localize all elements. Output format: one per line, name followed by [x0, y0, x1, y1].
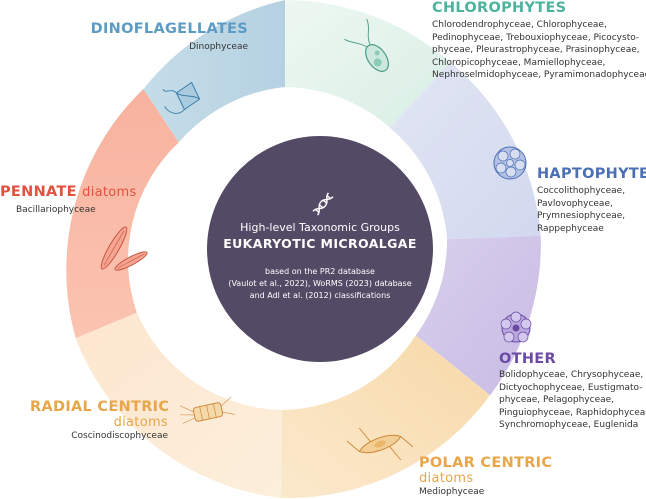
other-title: OTHER: [499, 351, 556, 367]
pennate-class: Bacillariophyceae: [16, 205, 96, 215]
dinoflagellate-icon: [162, 81, 201, 114]
class-line: Nephroselmidophyceae, Pyramimonadophycea…: [432, 70, 646, 81]
center-source-line: (Vaulot et al., 2022), WoRMS (2023) data…: [228, 279, 412, 288]
segment-polar-centric: [281, 335, 491, 498]
polar-diatom-icon: [346, 427, 414, 461]
class-line: Pedinophyceae, Trebouxiophyceae, Picocys…: [432, 32, 640, 43]
green-flagellate-icon: [344, 18, 389, 72]
polar-class: Mediophyceae: [419, 487, 485, 497]
class-line: Dictyochophyceae, Eustigmato-: [499, 382, 643, 393]
chlorophytes-title: CHLOROPHYTES: [432, 0, 567, 16]
label-polar-centric: POLAR CENTRIC diatoms Mediophyceae: [419, 455, 552, 499]
pennate-title-row: PENNATE diatoms: [0, 184, 137, 201]
coccolithophore-icon: [493, 146, 527, 180]
center-subtitle: High-level Taxonomic Groups: [240, 221, 400, 234]
pennate-title: PENNATE: [0, 184, 77, 200]
class-line: Rappephyceae: [537, 223, 604, 234]
haptophytes-title: HAPTOPHYTES: [537, 166, 646, 182]
label-other: OTHER Bolidophyceae, Chrysophyceae, Dict…: [499, 351, 646, 432]
class-line: Prymnesiophyceae,: [537, 211, 626, 222]
center-source: based on the PR2 database (Vaulot et al.…: [208, 266, 432, 302]
label-dinoflagellates: DINOFLAGELLATES Dinophyceae: [88, 21, 248, 54]
dinoflagellates-title: DINOFLAGELLATES: [90, 21, 248, 37]
segment-dinoflagellates: [143, 0, 285, 143]
label-radial-centric: RADIAL CENTRIC diatoms Coscinodiscophyce…: [30, 399, 170, 443]
center-source-line: and Adl et al. (2012) classifications: [249, 291, 391, 300]
pennate-diatom-icon: [100, 226, 148, 271]
haptophytes-classes: Coccolithophyceae, Pavlovophyceae, Prymn…: [537, 185, 646, 235]
radial-class: Coscinodiscophyceae: [71, 431, 168, 441]
class-line: Synchromophyceae, Euglenida: [499, 420, 639, 431]
chlorophytes-classes: Chlorodendrophyceae, Chlorophyceae, Pedi…: [432, 19, 646, 82]
class-line: Chloropicophyceae, Mamiellophyceae,: [432, 57, 606, 68]
polar-title: POLAR CENTRIC: [419, 455, 553, 471]
silicoflagellate-icon: [500, 311, 532, 343]
dna-icon: [312, 192, 334, 216]
center-title: EUKARYOTIC MICROALGAE: [223, 236, 417, 251]
other-classes: Bolidophyceae, Chrysophyceae, Dictyochop…: [499, 369, 646, 432]
dinoflagellates-class: Dinophyceae: [189, 42, 248, 52]
class-line: phyceae, Pleurastrophyceae, Prasinophyce…: [432, 45, 640, 56]
radial-title2: diatoms: [113, 415, 168, 430]
segment-haptophytes: [390, 62, 541, 240]
label-chlorophytes: CHLOROPHYTES Chlorodendrophyceae, Chloro…: [432, 0, 646, 82]
label-haptophytes: HAPTOPHYTES Coccolithophyceae, Pavlovoph…: [537, 166, 646, 235]
class-line: Chlorodendrophyceae, Chlorophyceae,: [432, 20, 607, 30]
center-disc: [207, 136, 433, 362]
segment-other: [415, 235, 541, 396]
polar-title2: diatoms: [419, 471, 474, 486]
radial-title: RADIAL CENTRIC: [30, 399, 170, 415]
class-line: phyceae, Pelagophyceae,: [499, 395, 615, 406]
label-pennate: PENNATE diatoms Bacillariophyceae: [0, 184, 137, 217]
segment-pennate: [66, 89, 179, 339]
class-line: Pinguiophyceae, Raphidophyceae,: [499, 407, 646, 418]
segment-chlorophytes: [285, 0, 451, 128]
segment-radial-centric: [75, 312, 282, 498]
class-line: Pavlovophyceae,: [537, 198, 613, 209]
class-line: Bolidophyceae, Chrysophyceae,: [499, 370, 644, 380]
radial-diatom-icon: [179, 396, 236, 424]
center-source-line: based on the PR2 database: [265, 267, 375, 276]
class-line: Coccolithophyceae,: [537, 186, 626, 196]
pennate-title-suffix: diatoms: [82, 185, 137, 200]
